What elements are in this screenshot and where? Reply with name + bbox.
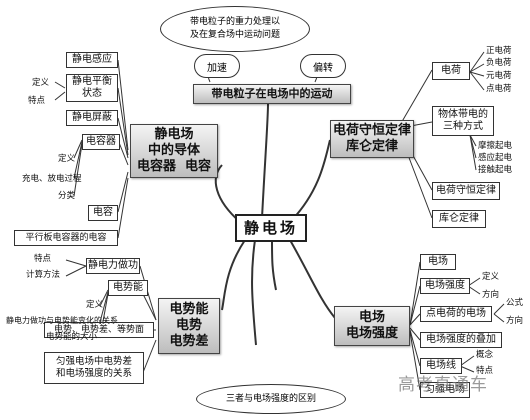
branch-field: 电场 电场强度 [334, 306, 410, 346]
node-field: 电场 [420, 254, 456, 270]
node-shielding: 静电屏蔽 [66, 110, 118, 126]
node-charge: 电荷 [432, 62, 470, 80]
node-work: 静电力做功 [86, 258, 140, 274]
label-strength-direction: 方向 [482, 290, 500, 300]
node-field-strength: 电场强度 [420, 278, 470, 294]
label-definition: 定义 [32, 78, 50, 88]
node-conservation: 电荷守恒定律 [432, 182, 500, 200]
center-node: 静电场 [235, 214, 307, 242]
branch-coulomb: 电荷守恒定律 库仑定律 [330, 120, 414, 158]
label-positive: 正电荷 [486, 46, 512, 56]
label-cap-charge: 充电、放电过程 [22, 174, 82, 184]
node-parallel-plate: 平行板电容器的电容 [14, 230, 118, 246]
node-field-lines: 电场线 [420, 358, 462, 374]
node-capacitance: 电容 [88, 205, 118, 221]
label-lines-feature: 特点 [476, 366, 494, 376]
node-superposition: 电场强度的叠加 [420, 332, 502, 348]
label-point-formula: 公式 [506, 298, 524, 308]
branch-motion: 带电粒子在电场中的运动 [193, 84, 351, 104]
label-lines-concept: 概念 [476, 350, 494, 360]
label-cap-type: 分类 [58, 191, 76, 201]
branch-potential: 电势能 电势 电势差 [158, 298, 220, 354]
callout-accelerate: 加速 [194, 54, 240, 78]
label-elementary: 元电荷 [486, 71, 512, 81]
node-coulomb: 库仑定律 [432, 210, 486, 228]
node-point-field: 点电荷的电场 [420, 306, 492, 322]
branch-conductor-capacitor: 静电场 中的导体 电容器 电容 [130, 124, 218, 178]
label-point-charge: 点电荷 [486, 84, 512, 94]
callout-difference: 三者与电场强度的区别 [196, 384, 346, 414]
node-methods: 物体带电的 三种方式 [432, 106, 494, 136]
node-uniform-field: 匀强电场 [420, 382, 470, 398]
node-uniform-relation: 匀强电场中电势差 和电场强度的关系 [44, 352, 144, 384]
label-pe-definition: 定义 [86, 300, 104, 310]
label-pe-size: 电势能的大小 [46, 332, 98, 342]
label-negative: 负电荷 [486, 58, 512, 68]
callout-deflect: 偏转 [300, 54, 346, 78]
label-work-feature: 特点 [34, 254, 52, 264]
node-induction: 静电感应 [66, 52, 118, 68]
node-balance: 静电平衡 状态 [66, 74, 118, 102]
callout-gravity: 带电粒子的重力处理以 及在复合场中运动问题 [160, 6, 310, 52]
label-work-method: 计算方法 [26, 270, 61, 280]
label-feature: 特点 [28, 96, 46, 106]
node-capacitor: 电容器 [82, 134, 120, 150]
label-pe-relation: 静电力做功与电势能变化的关系 [6, 316, 118, 325]
label-friction: 摩擦起电 [478, 141, 513, 151]
label-contact: 接触起电 [478, 165, 513, 175]
label-strength-definition: 定义 [482, 272, 500, 282]
node-potential-energy: 电势能 [108, 280, 148, 296]
watermark: 高考直通车 [398, 375, 488, 395]
label-point-direction: 方向 [506, 316, 524, 326]
label-cap-definition: 定义 [58, 154, 76, 164]
node-equipotential: 电势、电势差、等势面 [44, 322, 154, 338]
label-induction: 感应起电 [478, 153, 513, 163]
